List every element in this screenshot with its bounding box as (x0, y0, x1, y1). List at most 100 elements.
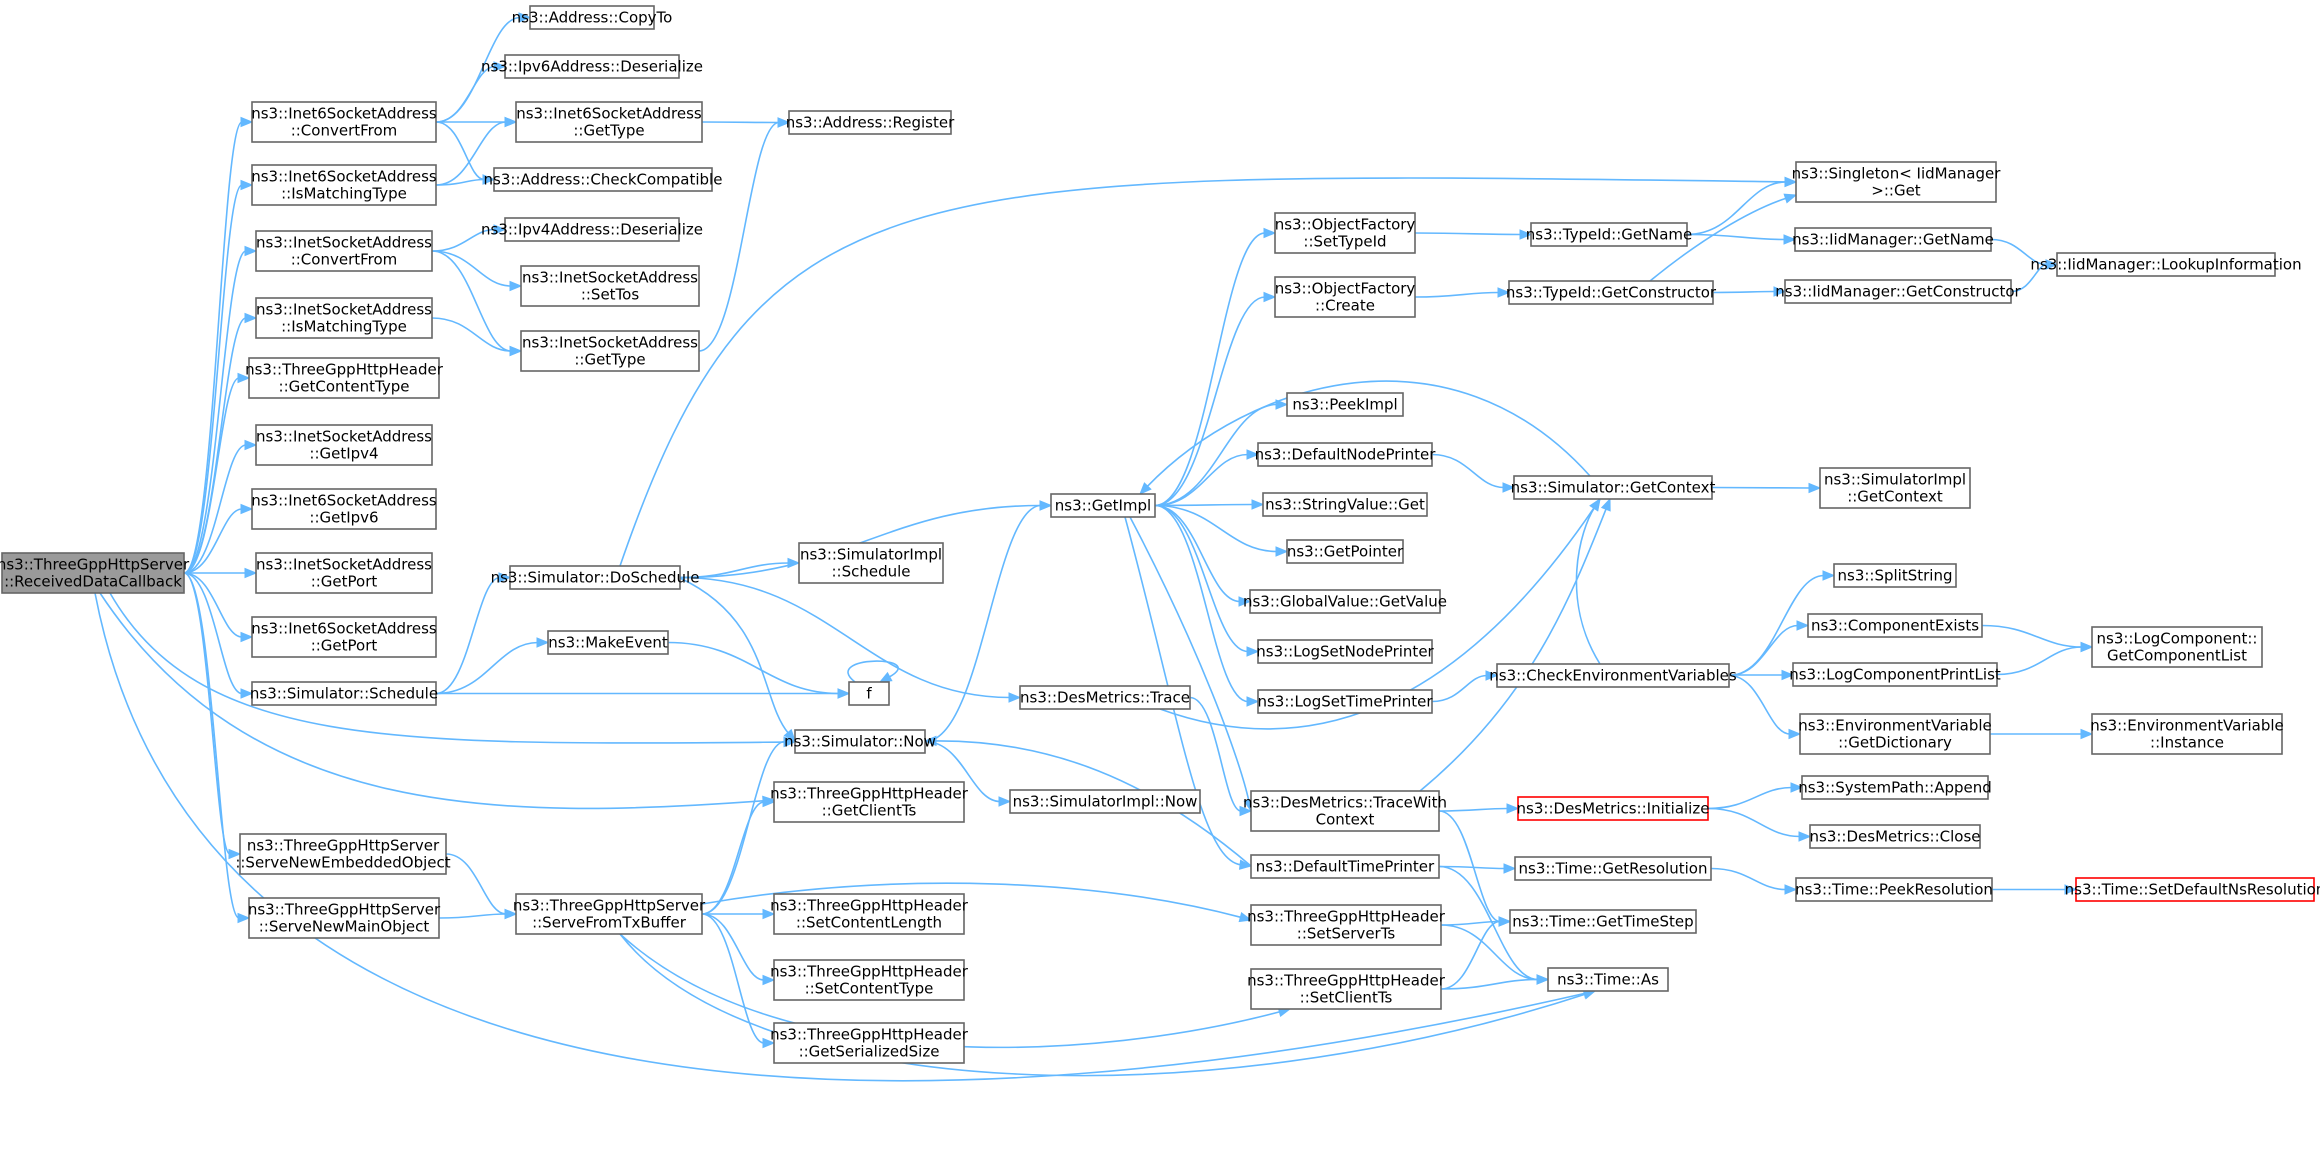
node-addr-copyto[interactable]: ns3::Address::CopyTo (512, 5, 673, 30)
node-h-getcontenttype[interactable]: ns3::ThreeGppHttpHeader::GetContentType (245, 357, 444, 399)
edge-sim_now-to-getimpl (924, 504, 1042, 743)
node-of-settypeid[interactable]: ns3::ObjectFactory::SetTypeId (1274, 212, 1416, 254)
node-i4-settos[interactable]: ns3::InetSocketAddress::SetTos (520, 265, 700, 307)
node-typeid-getconstructor[interactable]: ns3::TypeId::GetConstructor (1506, 280, 1717, 305)
node-sim-now[interactable]: ns3::Simulator::Now (784, 729, 936, 754)
node-h-setserverts[interactable]: ns3::ThreeGppHttpHeader::SetServerTs (1247, 904, 1446, 946)
node-systempath-append[interactable]: ns3::SystemPath::Append (1798, 775, 1992, 800)
node-addr-register[interactable]: ns3::Address::Register (786, 110, 955, 135)
node-checkenvvars[interactable]: ns3::CheckEnvironmentVariables (1489, 663, 1737, 688)
node-sim-getcontext[interactable]: ns3::Simulator::GetContext (1511, 475, 1716, 500)
node-i6-ismatching[interactable]: ns3::Inet6SocketAddress::IsMatchingType (251, 164, 437, 206)
node-h-setcontentlength[interactable]: ns3::ThreeGppHttpHeader::SetContentLengt… (770, 893, 969, 935)
node-time-getresolution[interactable]: ns3::Time::GetResolution (1514, 856, 1712, 881)
node-i6-convertfrom[interactable]: ns3::Inet6SocketAddress::ConvertFrom (251, 101, 437, 143)
node-box (1250, 968, 1442, 1010)
node-box (1807, 613, 1983, 638)
node-box (1286, 392, 1404, 417)
node-logcomponentprintlist[interactable]: ns3::LogComponentPrintList (1789, 662, 2001, 687)
node-i4-convertfrom[interactable]: ns3::InetSocketAddress::ConvertFrom (255, 230, 433, 272)
node-iid-lookupinfo[interactable]: ns3::IidManager::LookupInformation (2030, 252, 2302, 277)
node-time-as[interactable]: ns3::Time::As (1547, 967, 1669, 992)
node-simimpl-getcontext[interactable]: ns3::SimulatorImpl::GetContext (1819, 467, 1971, 509)
arrowhead-serve_fromtx-to-h_setserverts (1238, 911, 1253, 923)
node-root[interactable]: ns3::ThreeGppHttpServer::ReceivedDataCal… (0, 552, 190, 594)
node-logsettimeprinter[interactable]: ns3::LogSetTimePrinter (1257, 689, 1433, 714)
arrowhead-getimpl-to-logsettimeprinter (1246, 696, 1260, 707)
node-ipv4-deser[interactable]: ns3::Ipv4Address::Deserialize (481, 217, 703, 242)
arrowhead-i4_convertfrom-to-i4_settos (509, 280, 523, 292)
node-box (529, 5, 655, 30)
node-componentexists[interactable]: ns3::ComponentExists (1807, 613, 1983, 638)
node-i4-ismatching[interactable]: ns3::InetSocketAddress::IsMatchingType (255, 297, 433, 339)
node-label-line: ns3::Time::As (1557, 971, 1659, 989)
edge-i4_ismatching-to-i4_gettype (431, 317, 512, 352)
node-box (1257, 689, 1433, 714)
node-logsetnodeprinter[interactable]: ns3::LogSetNodePrinter (1256, 639, 1435, 664)
node-defaulttimeprinter[interactable]: ns3::DefaultTimePrinter (1250, 854, 1440, 879)
node-iid-getconstructor[interactable]: ns3::IidManager::GetConstructor (1775, 279, 2022, 304)
node-typeid-getname[interactable]: ns3::TypeId::GetName (1526, 222, 1692, 247)
node-stringvalue-get[interactable]: ns3::StringValue::Get (1262, 492, 1428, 517)
call-graph-edges (94, 12, 2094, 1082)
node-envvar-getdictionary[interactable]: ns3::EnvironmentVariable::GetDictionary (1798, 713, 1992, 755)
node-box (1784, 279, 2012, 304)
node-box (1508, 280, 1714, 305)
node-i6-gettype[interactable]: ns3::Inet6SocketAddress::GetType (515, 101, 703, 143)
node-label-line: ns3::InetSocketAddress (256, 301, 432, 319)
node-iid-getname[interactable]: ns3::IidManager::GetName (1792, 227, 1994, 252)
node-of-create[interactable]: ns3::ObjectFactory::Create (1274, 276, 1416, 318)
node-h-setclientts[interactable]: ns3::ThreeGppHttpHeader::SetClientTs (1247, 968, 1446, 1010)
node-sim-doschedule[interactable]: ns3::Simulator::DoSchedule (491, 565, 700, 590)
node-i4-gettype[interactable]: ns3::InetSocketAddress::GetType (520, 330, 700, 372)
node-desm-initialize[interactable]: ns3::DesMetrics::Initialize (1517, 796, 1710, 821)
node-logcomponent-getlist[interactable]: ns3::LogComponent::GetComponentList (2091, 626, 2263, 668)
node-getimpl[interactable]: ns3::GetImpl (1050, 493, 1156, 518)
node-i6-getport[interactable]: ns3::Inet6SocketAddress::GetPort (251, 616, 437, 658)
node-label-line: ns3::Simulator::GetContext (1511, 479, 1716, 497)
node-label-line: ns3::DefaultTimePrinter (1256, 858, 1435, 876)
node-sim-schedule[interactable]: ns3::Simulator::Schedule (250, 681, 438, 706)
node-serve-main[interactable]: ns3::ThreeGppHttpServer::ServeNewMainObj… (248, 897, 441, 939)
node-makeevent[interactable]: ns3::MakeEvent (547, 630, 669, 655)
node-label-line: ns3::ThreeGppHttpHeader (770, 785, 969, 803)
node-desm-close[interactable]: ns3::DesMetrics::Close (1809, 824, 1981, 849)
edge-sim_schedule-to-makeevent (435, 641, 539, 695)
node-i4-getipv4[interactable]: ns3::InetSocketAddress::GetIpv4 (255, 424, 433, 466)
node-desm-trace[interactable]: ns3::DesMetrics::Trace (1019, 685, 1191, 710)
node-label-line: ns3::TypeId::GetName (1526, 226, 1692, 244)
node-label-line: ns3::Address::Register (786, 114, 955, 132)
node-serve-fromtx[interactable]: ns3::ThreeGppHttpServer::ServeFromTxBuff… (513, 893, 706, 935)
node-globalvalue-getvalue[interactable]: ns3::GlobalValue::GetValue (1243, 589, 1447, 614)
node-label-line: ns3::ComponentExists (1811, 617, 1979, 635)
node-time-gettimestep[interactable]: ns3::Time::GetTimeStep (1509, 909, 1697, 934)
node-h-setcontenttype[interactable]: ns3::ThreeGppHttpHeader::SetContentType (770, 959, 969, 1001)
node-h-getserializedsize[interactable]: ns3::ThreeGppHttpHeader::GetSerializedSi… (770, 1022, 969, 1064)
edge-serve_fromtx-to-h_setcontenttype (701, 913, 765, 981)
node-time-peekresolution[interactable]: ns3::Time::PeekResolution (1795, 877, 1993, 902)
node-serve-embedded[interactable]: ns3::ThreeGppHttpServer::ServeNewEmbedde… (235, 833, 451, 875)
node-ipv6-deser[interactable]: ns3::Ipv6Address::Deserialize (481, 54, 703, 79)
node-i4-getport[interactable]: ns3::InetSocketAddress::GetPort (255, 552, 433, 594)
edge-of_create-to-typeid_getconstructor (1414, 291, 1500, 298)
node-h-getclientts[interactable]: ns3::ThreeGppHttpHeader::GetClientTs (770, 781, 969, 823)
node-label-line: GetComponentList (2107, 647, 2247, 665)
node-simimpl-now[interactable]: ns3::SimulatorImpl::Now (1009, 789, 1201, 814)
node-label-line: ::ReceivedDataCallback (4, 573, 182, 591)
node-splitstring[interactable]: ns3::SplitString (1833, 563, 1957, 588)
node-getpointer[interactable]: ns3::GetPointer (1286, 539, 1404, 564)
node-simimpl-schedule[interactable]: ns3::SimulatorImpl::Schedule (798, 542, 944, 584)
node-f[interactable]: f (848, 681, 890, 706)
node-label-line: ns3::LogSetTimePrinter (1257, 693, 1433, 711)
node-defaultnodeprinter[interactable]: ns3::DefaultNodePrinter (1255, 442, 1437, 467)
node-peekimpl[interactable]: ns3::PeekImpl (1286, 392, 1404, 417)
node-i6-getipv6[interactable]: ns3::Inet6SocketAddress::GetIpv6 (251, 488, 437, 530)
node-label-line: ns3::ThreeGppHttpHeader (1247, 908, 1446, 926)
node-addr-checkcompat[interactable]: ns3::Address::CheckCompatible (484, 167, 723, 192)
node-envvar-instance[interactable]: ns3::EnvironmentVariable::Instance (2090, 713, 2284, 755)
node-label-line: ns3::GetPointer (1287, 543, 1404, 561)
node-singleton-get[interactable]: ns3::Singleton< IidManager >::Get (1792, 161, 2002, 203)
node-label-line: ns3::EnvironmentVariable (1798, 717, 1991, 735)
node-time-setdefaultns[interactable]: ns3::Time::SetDefaultNsResolution (2065, 877, 2320, 902)
